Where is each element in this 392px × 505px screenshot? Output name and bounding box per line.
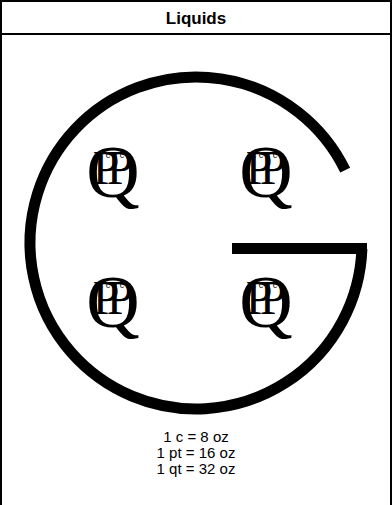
cup-letter: c (273, 151, 278, 160)
diagram-title: Liquids (166, 10, 226, 27)
cup-letter: c (120, 281, 125, 290)
cup-letter: c (266, 151, 271, 160)
frame-line (390, 0, 392, 505)
cup-letter: c (259, 281, 264, 290)
header-rule (0, 33, 392, 35)
cup-letter: c (99, 281, 104, 290)
gallon-g-arc (30, 77, 362, 409)
cup-letter: c (113, 151, 118, 160)
cup-letter: c (252, 281, 257, 290)
cup-letter: c (106, 151, 111, 160)
cup-letter: c (120, 151, 125, 160)
conversion-note: 1 qt = 32 oz (157, 461, 236, 476)
conversion-note: 1 pt = 16 oz (157, 445, 236, 460)
frame-line (0, 0, 2, 505)
cup-letter: c (252, 151, 257, 160)
cup-letter: c (113, 281, 118, 290)
cup-letter: c (266, 281, 271, 290)
cup-letter: c (106, 281, 111, 290)
frame-line (1, 0, 391, 2)
cup-letter: c (99, 151, 104, 160)
conversion-note: 1 c = 8 oz (163, 429, 228, 444)
cup-letter: c (259, 151, 264, 160)
cup-letter: c (273, 281, 278, 290)
gallon-g-bar (232, 243, 367, 254)
